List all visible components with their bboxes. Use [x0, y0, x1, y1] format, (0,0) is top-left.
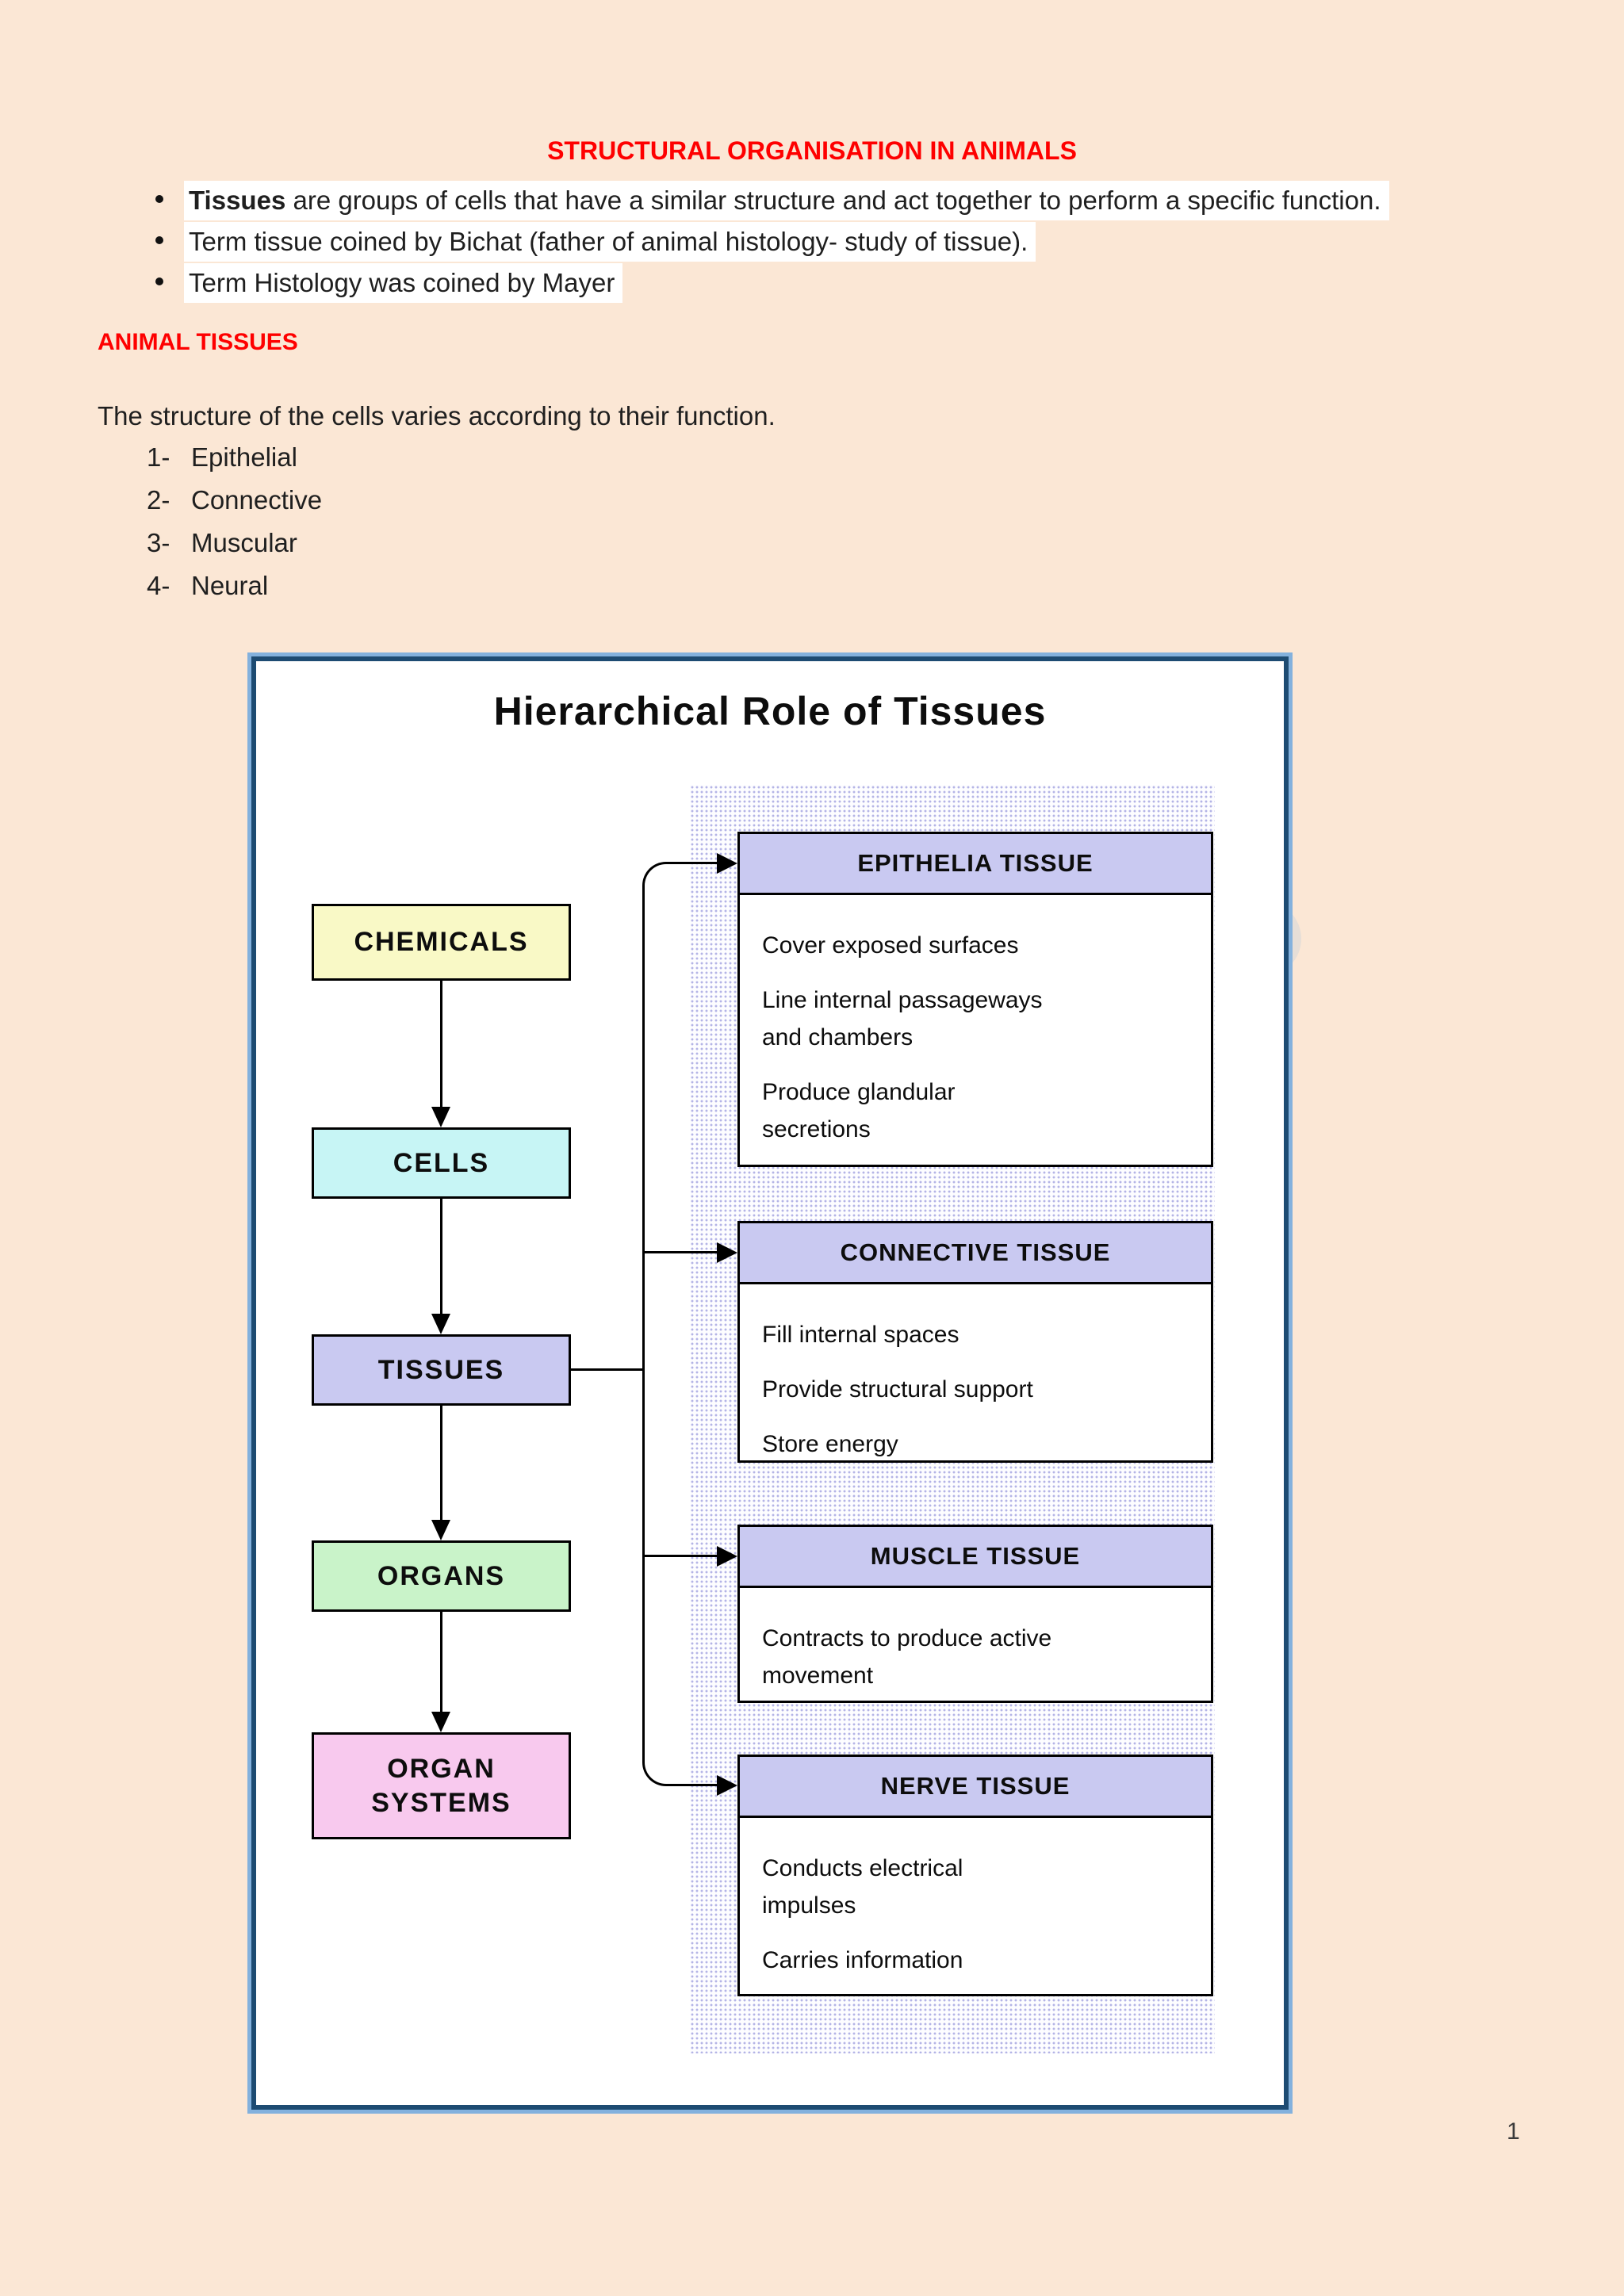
node-label: CHEMICALS: [354, 927, 529, 957]
body-line: Contracts to produce active movement: [762, 1625, 1052, 1689]
header-connective-tissue: CONNECTIVE TISSUE: [737, 1221, 1213, 1284]
intro-paragraph: The structure of the cells varies accord…: [98, 401, 776, 430]
body-line: Conducts electrical impulses: [762, 1855, 963, 1919]
page-title: STRUCTURAL ORGANISATION IN ANIMALS: [547, 136, 1077, 165]
body-nerve-tissue: Conducts electrical impulses Carries inf…: [737, 1818, 1213, 1996]
body-line: Store energy: [762, 1431, 898, 1457]
bullet-item: Term Histology was coined by Mayer: [184, 263, 623, 303]
bullet-rest: are groups of cells that have a similar …: [285, 186, 1381, 215]
bullet-rest: Term Histology was coined by Mayer: [189, 268, 615, 297]
arrow-down-icon: [431, 1314, 450, 1334]
connector-line: [440, 1199, 442, 1314]
body-epithelia-tissue: Cover exposed surfaces Line internal pas…: [737, 895, 1213, 1167]
list-label: Epithelial: [191, 442, 297, 472]
node-label: ORGAN SYSTEMS: [371, 1754, 511, 1818]
list-label: Neural: [191, 571, 269, 600]
list-item: 4- Neural: [147, 571, 268, 601]
list-item: 2- Connective: [147, 485, 322, 515]
header-label: CONNECTIVE TISSUE: [840, 1238, 1111, 1266]
list-number: 2-: [147, 485, 170, 515]
list-label: Connective: [191, 485, 323, 515]
node-chemicals: CHEMICALS: [312, 904, 571, 981]
body-line: Carries information: [762, 1947, 963, 1973]
bullet-icon: [155, 277, 163, 285]
node-label: TISSUES: [377, 1354, 505, 1385]
connector-line: [440, 981, 442, 1107]
node-organ-systems: ORGAN SYSTEMS: [312, 1732, 571, 1839]
node-organs: ORGANS: [312, 1540, 571, 1612]
header-nerve-tissue: NERVE TISSUE: [737, 1755, 1213, 1818]
arrow-down-icon: [431, 1107, 450, 1127]
header-epithelia-tissue: EPITHELIA TISSUE: [737, 832, 1213, 895]
bullet-icon: [155, 195, 163, 203]
body-line: Cover exposed surfaces: [762, 932, 1019, 959]
connector-line: [642, 1555, 717, 1557]
arrow-right-icon: [717, 1546, 737, 1567]
body-line: Fill internal spaces: [762, 1322, 959, 1348]
tissues-hierarchy-diagram: Hierarchical Role of Tissues CHEMICALS C…: [247, 652, 1293, 2114]
connector-line: [666, 862, 717, 864]
bullet-rest: Term tissue coined by Bichat (father of …: [189, 227, 1028, 256]
bullet-text: Term Histology was coined by Mayer: [184, 263, 623, 303]
connector-line: [642, 1251, 717, 1253]
arrow-right-icon: [717, 1242, 737, 1263]
arrow-right-icon: [717, 853, 737, 874]
list-item: 1- Epithelial: [147, 442, 297, 473]
list-number: 4-: [147, 571, 170, 600]
body-line: Produce glandular secretions: [762, 1079, 956, 1142]
bullet-item: Tissues are groups of cells that have a …: [184, 181, 1389, 220]
list-item: 3- Muscular: [147, 528, 297, 558]
bullet-lead-bold: Tissues: [189, 186, 286, 215]
node-tissues: TISSUES: [312, 1334, 571, 1406]
connector-line: [666, 1784, 717, 1786]
connector-line: [440, 1406, 442, 1520]
node-label: ORGANS: [377, 1560, 506, 1591]
page-number: 1: [1507, 2118, 1520, 2145]
arrow-down-icon: [431, 1520, 450, 1540]
arrow-right-icon: [717, 1775, 737, 1796]
body-line: Line internal passageways and chambers: [762, 987, 1043, 1050]
node-label: CELLS: [393, 1147, 490, 1178]
list-number: 3-: [147, 528, 170, 557]
header-label: NERVE TISSUE: [880, 1772, 1071, 1800]
body-connective-tissue: Fill internal spaces Provide structural …: [737, 1284, 1213, 1463]
bullet-icon: [155, 236, 163, 244]
connector-spine: [642, 886, 645, 1761]
header-muscle-tissue: MUSCLE TISSUE: [737, 1525, 1213, 1588]
bullet-item: Term tissue coined by Bichat (father of …: [184, 222, 1036, 262]
body-line: Provide structural support: [762, 1376, 1033, 1402]
body-muscle-tissue: Contracts to produce active movement: [737, 1588, 1213, 1703]
section-heading: ANIMAL TISSUES: [98, 329, 298, 355]
connector-line: [571, 1368, 642, 1371]
header-label: MUSCLE TISSUE: [870, 1542, 1081, 1570]
bullet-text: Term tissue coined by Bichat (father of …: [184, 222, 1036, 262]
node-cells: CELLS: [312, 1127, 571, 1199]
arrow-down-icon: [431, 1712, 450, 1732]
bullet-text: Tissues are groups of cells that have a …: [184, 181, 1389, 220]
list-label: Muscular: [191, 528, 297, 557]
diagram-title: Hierarchical Role of Tissues: [493, 689, 1047, 733]
header-label: EPITHELIA TISSUE: [857, 849, 1094, 877]
connector-line: [440, 1612, 442, 1712]
list-number: 1-: [147, 442, 170, 472]
